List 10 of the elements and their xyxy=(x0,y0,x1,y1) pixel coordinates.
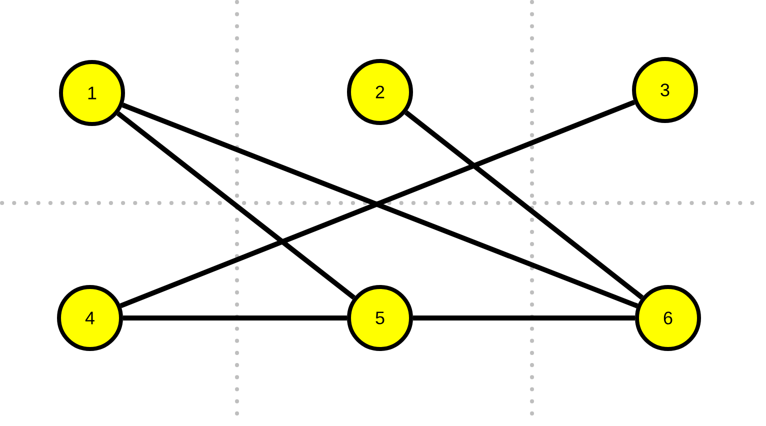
circle-node: 3 xyxy=(632,57,698,123)
circle-node: 2 xyxy=(347,59,413,125)
circle-node: 1 xyxy=(59,60,125,126)
connector-line xyxy=(404,110,644,300)
circle-node: 4 xyxy=(57,285,123,351)
connector-line xyxy=(116,111,356,300)
circle-node: 5 xyxy=(347,285,413,351)
connector-line xyxy=(123,316,347,320)
circle-node: 6 xyxy=(635,285,701,351)
connector-line xyxy=(413,316,635,320)
